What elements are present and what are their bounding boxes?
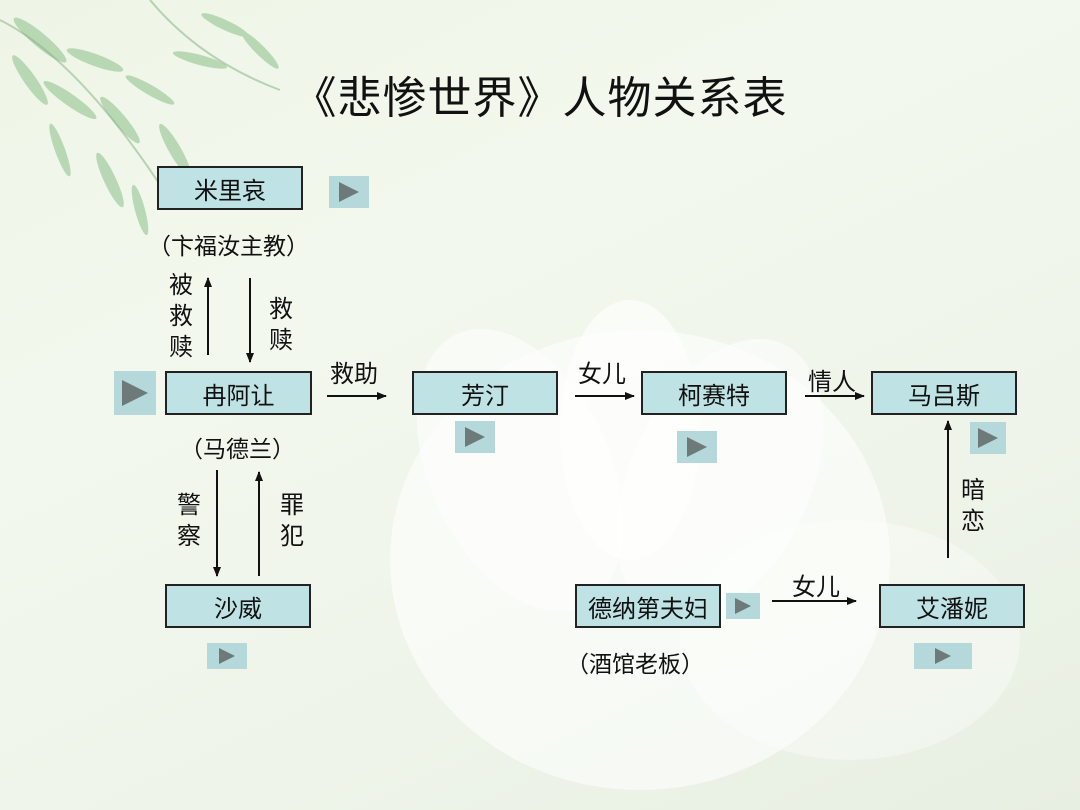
- node-cosette: 柯赛特: [641, 371, 787, 415]
- subtitle-thenardiers: （酒馆老板）: [566, 652, 704, 678]
- label-redeemed: 被救赎: [169, 271, 193, 361]
- play-button-marius[interactable]: [970, 422, 1006, 454]
- subtitle-valjean: （马德兰）: [180, 437, 295, 463]
- play-icon: [339, 182, 359, 202]
- label-criminal: 罪犯: [280, 491, 304, 550]
- page-title: 《悲惨世界》人物关系表: [292, 73, 788, 124]
- play-icon: [735, 598, 751, 614]
- play-button-thenardiers[interactable]: [726, 593, 760, 619]
- play-button-valjean[interactable]: [114, 371, 156, 415]
- label-help: 救助: [330, 360, 378, 388]
- play-icon: [122, 380, 148, 406]
- play-button-myriel[interactable]: [329, 176, 369, 208]
- node-myriel: 米里哀: [157, 166, 303, 210]
- label-daughter: 女儿: [578, 360, 626, 388]
- play-button-cosette[interactable]: [677, 431, 717, 463]
- play-button-javert[interactable]: [207, 643, 247, 669]
- play-button-eponine[interactable]: [914, 643, 972, 669]
- label-daughter2: 女儿: [792, 573, 840, 601]
- label-lover: 情人: [808, 368, 856, 396]
- play-icon: [219, 648, 235, 664]
- node-javert: 沙威: [165, 584, 311, 628]
- play-icon: [687, 437, 707, 457]
- node-marius: 马吕斯: [871, 371, 1017, 415]
- node-fantine: 芳汀: [412, 371, 558, 415]
- label-crush: 暗恋: [961, 476, 985, 535]
- label-police: 警察: [177, 491, 201, 550]
- node-thenardiers: 德纳第夫妇: [575, 584, 721, 628]
- label-redeem: 救赎: [269, 295, 293, 354]
- play-button-fantine[interactable]: [455, 421, 495, 453]
- play-icon: [465, 427, 485, 447]
- play-icon: [978, 428, 998, 448]
- node-valjean: 冉阿让: [165, 371, 312, 415]
- node-eponine: 艾潘妮: [879, 584, 1025, 628]
- subtitle-myriel: （卞福汝主教）: [148, 234, 309, 260]
- play-icon: [935, 648, 951, 664]
